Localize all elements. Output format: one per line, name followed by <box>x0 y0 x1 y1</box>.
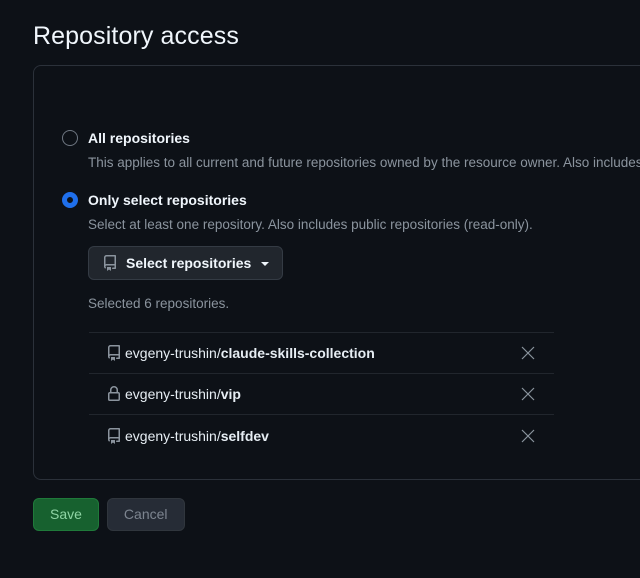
repository-short-name: claude-skills-collection <box>220 345 375 361</box>
radio-row-all-repositories[interactable]: All repositories This applies to all cur… <box>34 128 640 173</box>
repository-separator: / <box>216 427 221 444</box>
cancel-button[interactable]: Cancel <box>106 498 185 531</box>
option-only-select-repositories[interactable]: Only select repositories Select at least… <box>34 190 640 235</box>
lock-icon <box>106 386 122 402</box>
select-repositories-button[interactable]: Select repositories <box>88 246 284 280</box>
repository-name: evgeny-trushin/claude-skills-collection <box>125 343 375 363</box>
option-label-only-select-repositories: Only select repositories <box>88 192 247 208</box>
repo-icon <box>106 345 122 361</box>
close-icon <box>521 346 535 360</box>
page-title: Repository access <box>33 22 239 50</box>
repository-access-card: All repositories This applies to all cur… <box>33 65 640 480</box>
remove-repository-button[interactable] <box>518 384 538 404</box>
repository-separator: / <box>216 345 221 361</box>
option-label-all-repositories: All repositories <box>88 130 190 146</box>
close-icon <box>521 429 535 442</box>
select-repositories-button-label: Select repositories <box>126 255 252 271</box>
remove-repository-button[interactable] <box>518 426 538 446</box>
option-all-repositories[interactable]: All repositories This applies to all cur… <box>34 128 640 173</box>
repository-owner: evgeny-trushin <box>125 386 217 402</box>
option-description-all-repositories: This applies to all current and future r… <box>88 155 640 170</box>
repository-short-name: selfdev <box>220 427 269 444</box>
selected-repositories-list: evgeny-trushin/claude-skills-collection … <box>89 332 554 456</box>
selected-count-text: Selected 6 repositories. <box>88 296 230 311</box>
close-icon <box>521 387 535 401</box>
repository-owner: evgeny-trushin <box>125 427 217 444</box>
table-row: evgeny-trushin/vip <box>89 374 554 415</box>
repo-icon <box>102 255 118 271</box>
repository-short-name: vip <box>220 386 241 402</box>
radio-row-only-select-repositories[interactable]: Only select repositories Select at least… <box>34 190 640 235</box>
repo-icon <box>106 427 122 444</box>
repository-separator: / <box>216 386 221 402</box>
chevron-down-icon <box>261 262 270 266</box>
remove-repository-button[interactable] <box>518 343 538 363</box>
save-button[interactable]: Save <box>33 498 99 531</box>
repository-owner: evgeny-trushin <box>125 345 217 361</box>
table-row: evgeny-trushin/selfdev <box>89 415 554 456</box>
repository-name: evgeny-trushin/selfdev <box>125 426 269 446</box>
option-description-only-select-repositories: Select at least one repository. Also inc… <box>88 217 533 232</box>
table-row: evgeny-trushin/claude-skills-collection <box>89 333 554 374</box>
repository-name: evgeny-trushin/vip <box>125 384 241 404</box>
radio-all-repositories[interactable] <box>62 130 78 146</box>
form-actions: Save Cancel <box>33 498 185 531</box>
radio-only-select-repositories[interactable] <box>62 192 78 208</box>
